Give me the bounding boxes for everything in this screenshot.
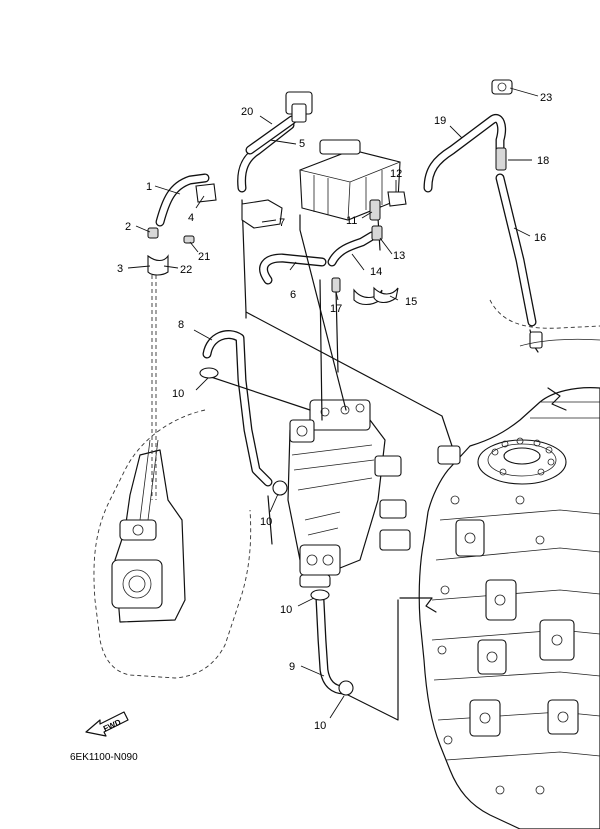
callout-9: 9 (289, 661, 295, 673)
callout-10-d: 10 (314, 720, 326, 732)
callout-15: 15 (405, 296, 417, 308)
fwd-arrow-icon: FWD (85, 711, 129, 737)
callout-11: 11 (346, 215, 357, 227)
leader-lines (127, 87, 539, 719)
callout-1: 1 (146, 181, 152, 193)
callout-13: 13 (393, 250, 405, 262)
callout-6: 6 (290, 289, 296, 301)
callout-23: 23 (540, 92, 552, 104)
callout-5: 5 (299, 138, 305, 150)
callout-10-a: 10 (172, 388, 184, 400)
callout-7: 7 (279, 217, 285, 229)
callout-4: 4 (188, 212, 194, 224)
callout-12: 12 (390, 168, 402, 180)
callout-numbers: 1 2 3 4 5 6 7 8 9 10 10 10 10 11 12 13 1… (117, 92, 552, 732)
diagram-code: 6EK1100-N090 (70, 752, 138, 763)
callout-22: 22 (180, 264, 192, 276)
callout-3: 3 (117, 263, 123, 275)
callout-10-b: 10 (260, 516, 272, 528)
callout-14: 14 (370, 266, 382, 278)
lower-unit-outline-2 (519, 338, 600, 347)
vapor-separator-assembly (287, 399, 411, 588)
callout-21: 21 (198, 251, 210, 263)
intake-manifold (93, 409, 252, 679)
callout-20: 20 (241, 106, 253, 118)
connector-lines (207, 199, 539, 721)
callout-18: 18 (537, 155, 549, 167)
callout-8: 8 (178, 319, 184, 331)
callout-17: 17 (330, 303, 342, 315)
callout-19: 19 (434, 115, 446, 127)
charcoal-canister (299, 139, 401, 221)
lower-unit-outline (489, 299, 600, 329)
engine-block (399, 387, 600, 829)
fwd-label: FWD (102, 718, 123, 734)
callout-16: 16 (534, 232, 546, 244)
callout-10-c: 10 (280, 604, 292, 616)
callout-2: 2 (125, 221, 131, 233)
